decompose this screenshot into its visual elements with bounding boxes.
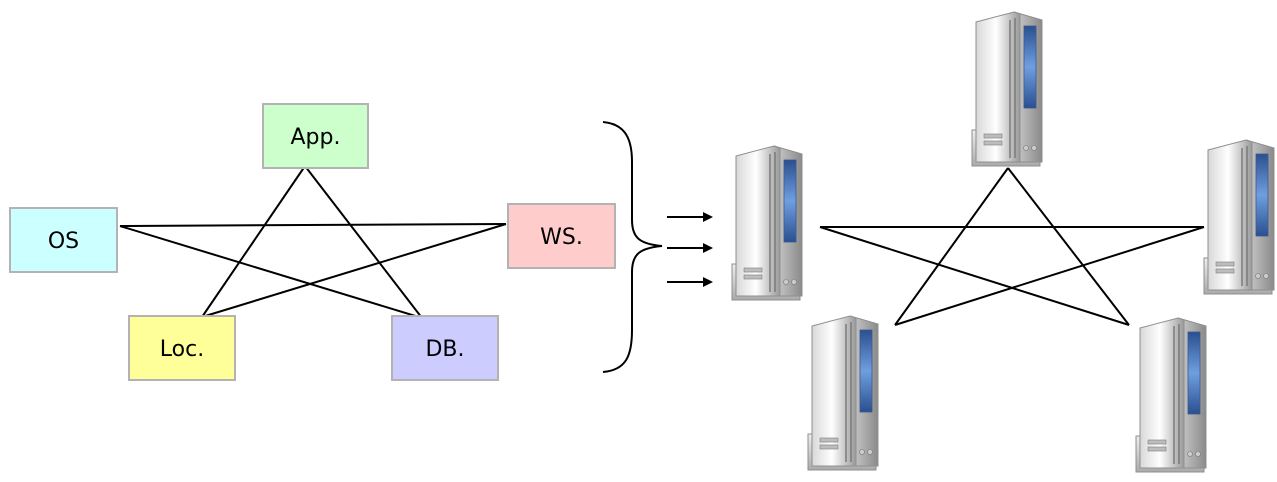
left-star-lines [119,165,507,319]
star-edge-os-db [119,225,423,319]
server-tower-icon [731,145,803,301]
star-edge-os-ws [119,223,507,227]
server-link-left-bottomright [819,226,1130,326]
server-tower-icon [1135,317,1207,473]
node-app: App. [262,103,369,169]
node-db-label: DB. [425,337,464,362]
server-tower-icon [1203,139,1275,295]
server-tower-icon [807,315,879,471]
node-ws: WS. [507,203,616,269]
node-loc-label: Loc. [160,337,204,362]
node-db: DB. [391,315,499,381]
right-star-lines [819,167,1205,326]
node-app-label: App. [291,125,341,150]
node-os-label: OS [48,229,79,254]
right-curly-brace [602,121,663,373]
node-loc: Loc. [128,315,236,381]
server-link-top-bottomleft [894,167,1009,326]
arrows [667,212,713,287]
server-link-right-bottomleft [894,226,1205,326]
star-edge-app-loc [201,165,306,318]
star-edge-app-db [304,165,423,319]
star-edge-ws-loc [201,223,507,318]
server-tower-icon [971,11,1043,167]
node-os: OS [9,207,118,273]
server-link-top-bottomright [1007,167,1130,326]
node-ws-label: WS. [540,225,583,250]
